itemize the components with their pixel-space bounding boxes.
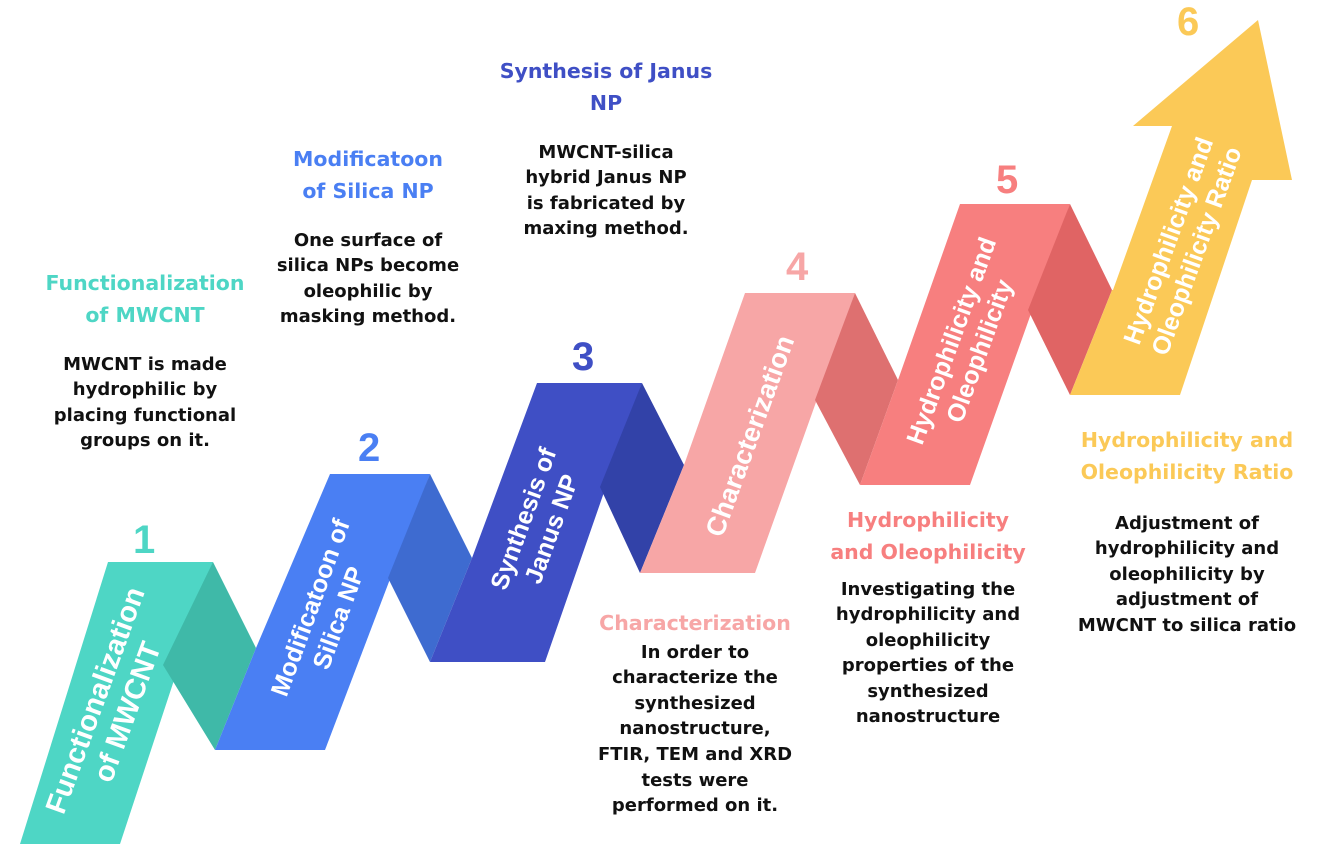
- step-5-fold: [1028, 204, 1112, 395]
- step-1-band: [20, 562, 213, 844]
- step-4-title: Characterization: [599, 611, 791, 635]
- step-2-number: 2: [358, 426, 381, 470]
- step-4-band: [640, 293, 855, 573]
- step-2-fold: [388, 474, 472, 662]
- step-6-arrow: [1070, 20, 1292, 395]
- step-5-band: [860, 204, 1070, 485]
- step-3-fold: [600, 383, 684, 573]
- step-5-number: 5: [996, 158, 1019, 202]
- step-3-band: [430, 383, 642, 662]
- step-1-fold: [163, 562, 256, 750]
- step-4-fold: [815, 293, 898, 485]
- step-3-number: 3: [572, 335, 595, 379]
- step-4-number: 4: [786, 245, 809, 289]
- step-1-number: 1: [133, 518, 156, 562]
- step-2-band: [215, 474, 430, 750]
- step-6-number: 6: [1177, 0, 1200, 44]
